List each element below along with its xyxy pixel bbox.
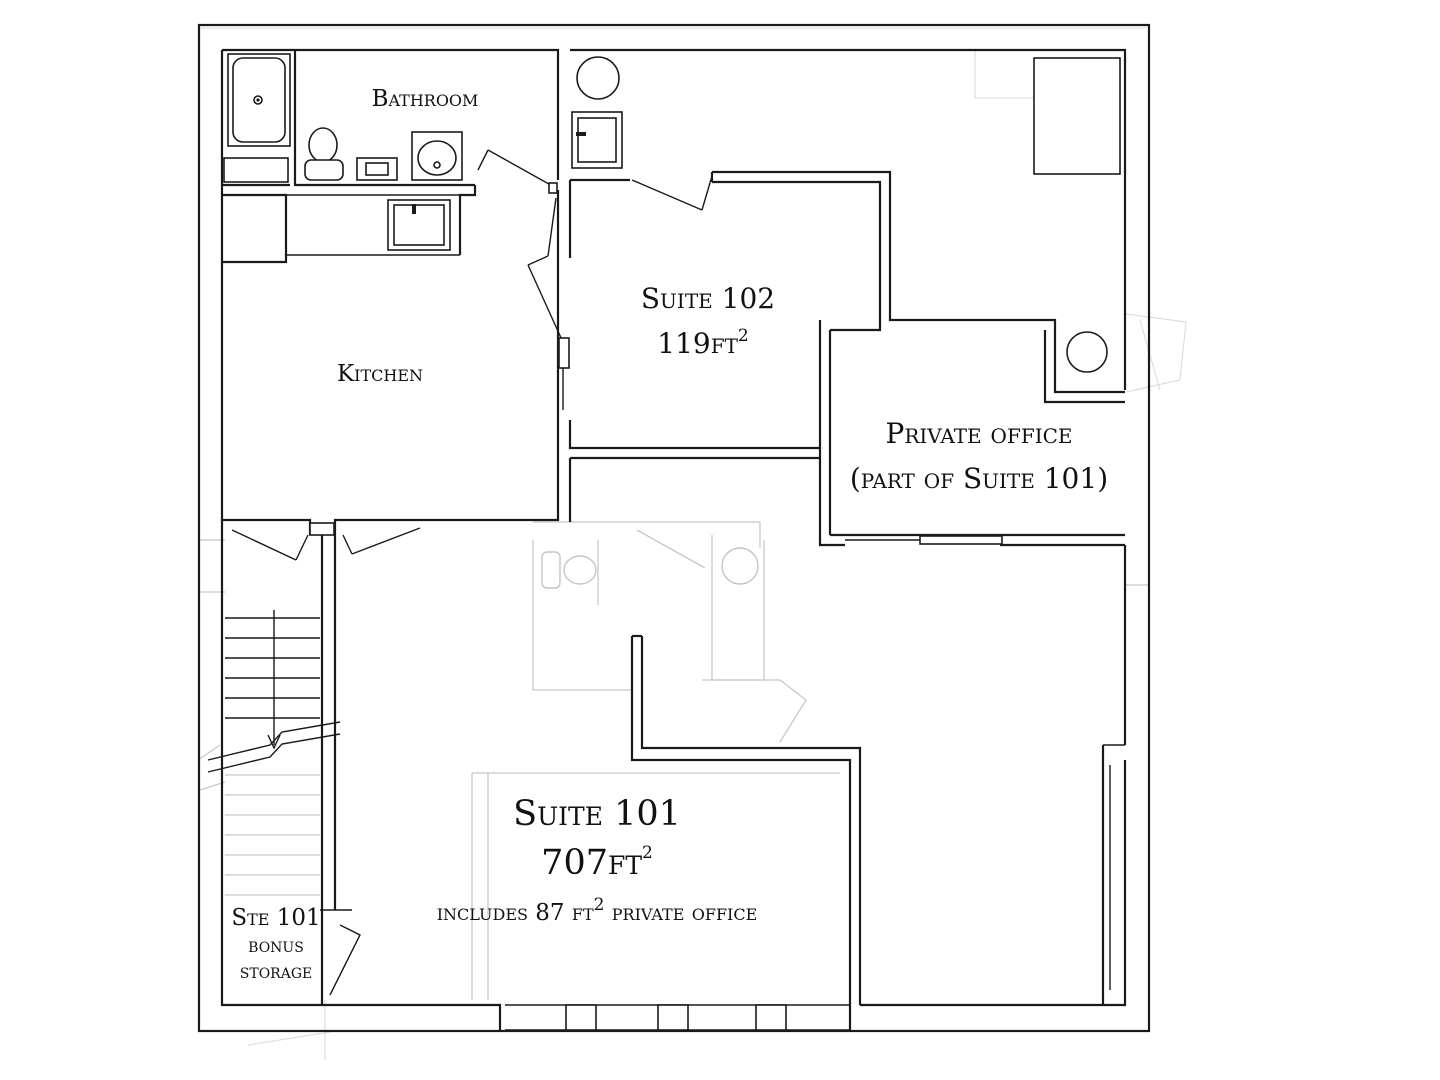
suite-101-note-suffix: private office: [604, 900, 757, 926]
private-office-subtitle: (part of Suite 101): [850, 462, 1108, 495]
private-office-title: Private office: [885, 417, 1072, 450]
bathroom-label: Bathroom: [372, 86, 479, 112]
toilet: [304, 127, 344, 181]
private-office-room: [818, 57, 1125, 547]
storage-label-line1: Ste 101: [231, 905, 320, 931]
suite-102-room: [568, 56, 1125, 522]
suite-101-area-sup: 2: [642, 843, 653, 863]
suite-101-title: Suite 101: [513, 794, 681, 834]
faint-toilet: [541, 551, 597, 589]
faint-underlay: [197, 27, 1187, 1060]
kitchen-label: Kitchen: [337, 361, 423, 387]
suite-101-area: 707ft2: [541, 843, 653, 883]
suite-101-room: [320, 535, 1125, 1031]
water-heater-circle: [576, 56, 620, 100]
storage-label-line3: storage: [240, 959, 312, 983]
suite-102-title: Suite 102: [641, 282, 775, 315]
suite-102-area: 119ft2: [657, 326, 749, 360]
cabinet: [1033, 57, 1121, 175]
suite-101-area-value: 707ft: [541, 843, 642, 883]
bathroom-sink: [411, 131, 463, 181]
column-circle: [1066, 331, 1108, 373]
kitchen-room: [222, 190, 570, 561]
faint-sink: [721, 547, 759, 585]
suite-101-note-prefix: includes 87 ft: [437, 900, 594, 926]
suite-102-area-value: 119ft: [657, 327, 738, 360]
storage-label-line2: bonus: [248, 933, 304, 957]
exterior-walls: [197, 23, 1151, 1033]
suite-102-area-sup: 2: [738, 326, 749, 346]
bathroom-room: [222, 50, 558, 255]
stairs: [207, 610, 361, 996]
suite-101-note-sup: 2: [594, 895, 605, 915]
suite-101-note: includes 87 ft2 private office: [437, 895, 758, 926]
